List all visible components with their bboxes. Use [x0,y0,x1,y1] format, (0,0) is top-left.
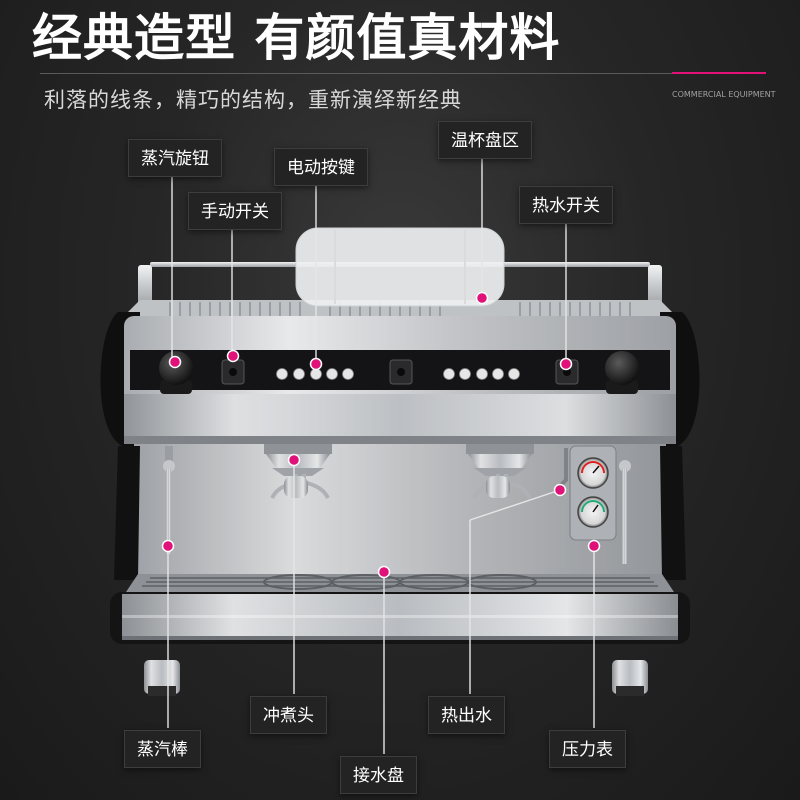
page-title: 经典造型 有颜值真材料 [32,9,561,67]
pressure-gauge-lower [577,496,609,528]
callout-drip-tray: 接水盘 [340,756,417,794]
callout-brew-head: 冲煮头 [250,696,327,734]
control-strip [130,350,670,390]
drip-tray [126,574,674,592]
callout-electric-buttons: 电动按键 [274,148,368,186]
callout-manual-switch: 手动开关 [188,192,282,230]
cup-on-warmer [295,227,505,307]
machine-lower-body [110,592,690,644]
callout-hot-water-outlet: 热出水 [428,696,505,734]
page-subtitle: 利落的线条，精巧的结构，重新演绎新经典 [44,88,462,112]
callout-hot-water-switch: 热水开关 [519,186,613,224]
steam-wands [163,446,631,564]
machine-feet [144,660,648,696]
header-divider [40,73,766,74]
brand-tag: COMMERCIAL EQUIPMENT [672,90,776,99]
callout-leader-lines [167,156,595,754]
steam-knob-right [605,351,639,394]
brew-head-right [466,444,534,499]
callout-steam-wand: 蒸汽棒 [124,730,201,768]
pressure-gauge-upper [577,457,609,489]
callout-steam-knob: 蒸汽旋钮 [128,139,222,177]
callout-markers [161,291,601,579]
callout-cup-warmer: 温杯盘区 [438,121,532,159]
callout-pressure-gauge: 压力表 [549,730,626,768]
brew-head-left [264,444,332,499]
side-posts [114,446,686,580]
header-accent-line [672,72,766,74]
